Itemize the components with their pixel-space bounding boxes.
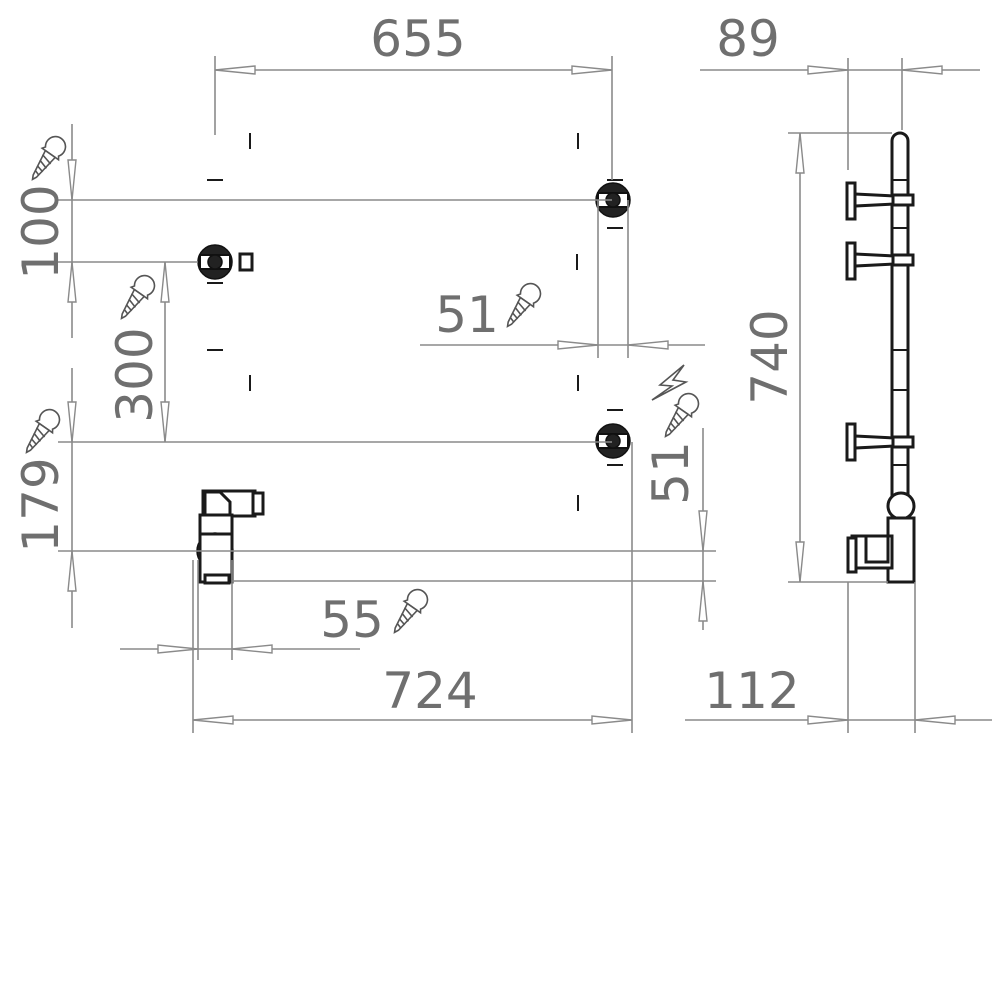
- bracket-lower-right: [595, 423, 631, 459]
- side-bracket-top: [845, 181, 915, 221]
- dim-51-upper: 51: [435, 286, 499, 344]
- dimension-lines: [58, 56, 992, 733]
- dim-55: 55: [320, 591, 384, 649]
- dim-100: 100: [12, 184, 70, 279]
- screw-icon: [23, 131, 71, 186]
- side-bracket-bottom: [845, 422, 915, 462]
- screw-icon: [385, 584, 433, 639]
- dim-51-lower: 51: [642, 441, 700, 505]
- screw-icon: [498, 278, 546, 333]
- dim-740: 740: [741, 309, 799, 404]
- lightning-icon: [651, 364, 689, 401]
- side-view: [845, 131, 916, 584]
- bracket-upper-left: [197, 244, 233, 280]
- screw-icon: [17, 404, 65, 459]
- dim-655: 655: [370, 10, 465, 68]
- dimension-labels: 655 89 100 300 179 51 51 55 724 112 740: [12, 10, 800, 720]
- screw-icon: [112, 270, 160, 325]
- dim-179: 179: [12, 457, 70, 552]
- screw-icon: [656, 388, 704, 443]
- valve-elbow: [196, 489, 265, 585]
- dim-300: 300: [106, 327, 164, 422]
- front-view: [196, 133, 631, 585]
- dim-112: 112: [704, 662, 799, 720]
- dim-724: 724: [382, 662, 477, 720]
- dim-89: 89: [716, 10, 780, 68]
- side-bracket-middle: [845, 241, 915, 281]
